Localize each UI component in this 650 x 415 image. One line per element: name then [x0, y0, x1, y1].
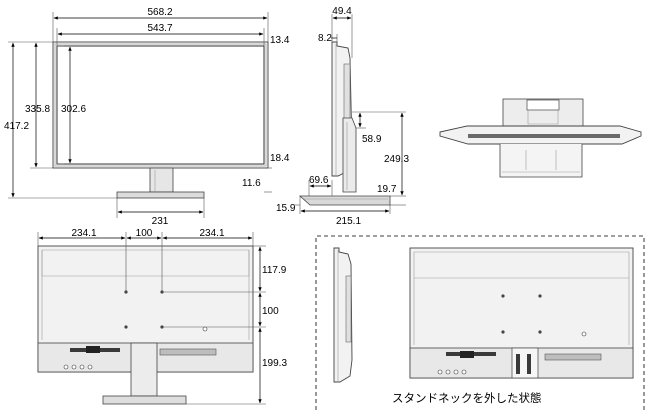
front-monitor-outline	[52, 41, 269, 199]
detached-stand-panel: スタンドネックを外した状態	[315, 235, 645, 410]
back-monitor-outline	[37, 245, 254, 405]
side-view: 49.4 8.2 58.9 249.3 69.6 19.7 15.9 215.1	[276, 6, 409, 227]
vesa-hole-icon	[501, 330, 505, 334]
dim-base-width: 231	[152, 216, 169, 227]
dim-back-left: 234.1	[71, 228, 96, 239]
dim-bottom-to-vesa: 199.3	[262, 358, 287, 369]
dashed-frame	[315, 235, 645, 410]
vesa-hole-icon	[501, 294, 505, 298]
dim-vesa-horizontal: 100	[136, 228, 153, 239]
lock-slot-icon	[581, 331, 587, 337]
dim-screen-height: 302.6	[61, 104, 86, 115]
dim-neck-offset: 58.9	[362, 134, 382, 145]
lock-slot-icon	[202, 326, 208, 332]
dim-top-to-vesa: 117.9	[262, 265, 287, 276]
dim-panel-depth: 49.4	[332, 6, 352, 17]
dim-total-height: 417.2	[4, 121, 29, 132]
dim-stand-gap: 11.6	[242, 178, 261, 189]
dim-base-height: 19.7	[377, 184, 397, 195]
vesa-hole-icon	[124, 325, 128, 329]
dim-height-to-panel: 249.3	[384, 154, 409, 165]
detached-caption: スタンドネックを外した状態	[392, 391, 542, 405]
dim-total-width: 568.2	[147, 7, 172, 18]
dim-body-height: 335.8	[25, 104, 50, 115]
dim-vesa-vertical: 100	[262, 306, 279, 317]
top-view	[439, 98, 642, 178]
dim-base-thickness: 15.9	[276, 203, 296, 214]
dim-screen-width: 543.7	[147, 23, 172, 34]
back-view: 234.1 100 234.1 117.9 100 199.3	[37, 228, 287, 405]
front-view: 568.2 543.7 13.4 417.2 335.8 302.6 18.4 …	[4, 7, 290, 227]
dim-base-depth: 215.1	[336, 216, 361, 227]
dim-bottom-bezel: 18.4	[270, 153, 290, 164]
vesa-hole-icon	[538, 330, 542, 334]
dim-thin-depth: 8.2	[318, 33, 332, 44]
dim-top-bezel: 13.4	[270, 35, 290, 46]
dim-back-right: 234.1	[199, 228, 224, 239]
dim-neck-depth: 69.6	[309, 175, 329, 186]
vesa-hole-icon	[538, 294, 542, 298]
vent-slots	[468, 134, 620, 138]
